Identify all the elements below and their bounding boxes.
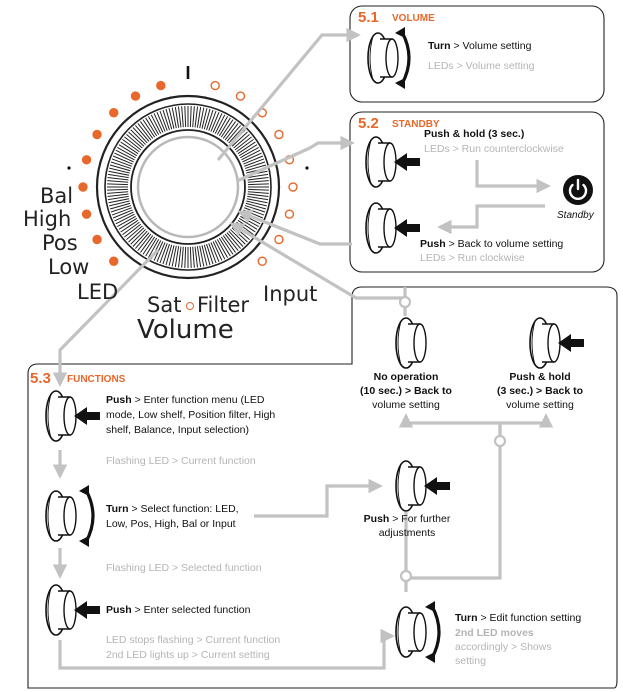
led-dot-lit — [92, 129, 102, 140]
function-step2-line2: Low, Pos, High, Bal or Input — [106, 518, 236, 530]
noop-line3: volume setting — [372, 399, 440, 411]
label-input: Input — [263, 282, 318, 306]
noop-line1: No operation — [373, 371, 439, 383]
pushhold-line3: volume setting — [506, 399, 574, 411]
section-title-standby: STANDBY — [392, 119, 440, 130]
standby-label: Standby — [557, 210, 594, 221]
led-dot-lit — [81, 155, 92, 165]
function-step1-grey: Flashing LED > Current function — [106, 455, 256, 467]
section-title-functions: FUNCTIONS — [67, 374, 126, 385]
knob-graphic — [67, 66, 309, 280]
edit-line1: Turn > Edit function setting — [455, 612, 582, 624]
function-step1-line1: Push > Enter function menu (LED — [106, 394, 265, 406]
standby-leds-cw-text: LEDs > Run clockwise — [420, 252, 525, 264]
led-dot-lit — [130, 91, 141, 101]
led-dot-unlit — [210, 80, 220, 91]
led-dot-unlit — [274, 129, 284, 140]
function-step1-line2: mode, Low shelf, Position filter, High — [106, 409, 276, 421]
label-sat: Sat — [147, 293, 182, 317]
functions-section-box — [27, 286, 618, 689]
led-dot-lit — [81, 209, 92, 219]
standby-leds-ccw-text: LEDs > Run counterclockwise — [424, 143, 564, 155]
led-dot-unlit — [288, 182, 298, 192]
pushhold-line1: Push & hold — [509, 371, 571, 383]
function-step3-grey1: LED stops flashing > Current function — [106, 634, 281, 646]
led-dot-lit — [109, 256, 119, 266]
function-step1-line3: shelf, Balance, Input selection) — [106, 424, 250, 436]
label-filter: Filter — [197, 293, 250, 317]
volume-leds-text: LEDs > Volume setting — [428, 60, 535, 72]
knob-icon-no-operation — [395, 317, 427, 369]
standby-push-hold-text: Push & hold (3 sec.) — [424, 128, 525, 140]
section-number-volume: 5.1 — [358, 9, 379, 26]
further-line1: Push > For further — [363, 513, 451, 525]
label-led: LED — [77, 280, 119, 304]
function-step3-grey2: 2nd LED lights up > Current setting — [106, 649, 270, 661]
label-bal: Bal — [40, 184, 74, 208]
label-low: Low — [48, 255, 90, 279]
led-dot-unlit — [274, 234, 284, 245]
label-pos: Pos — [42, 231, 78, 255]
function-step3-text: Push > Enter selected function — [106, 604, 251, 616]
label-high: High — [23, 207, 72, 231]
led-dot-unlit — [235, 91, 246, 101]
section-number-functions: 5.3 — [30, 370, 51, 387]
edit-grey2: accordingly > Shows — [455, 641, 552, 653]
led-dot-lit — [78, 182, 88, 192]
noop-line2: (10 sec.) > Back to — [360, 385, 452, 397]
function-step2-line1: Turn > Select function: LED, — [106, 503, 239, 515]
led-dot-lit — [92, 234, 102, 245]
section-title-volume: VOLUME — [392, 13, 435, 24]
led-dot-lit — [156, 80, 166, 91]
edit-grey1: 2nd LED moves — [455, 627, 534, 639]
sat-filter-separator-dot — [186, 302, 194, 310]
further-line2: adjustments — [378, 527, 436, 539]
volume-turn-text: Turn > Volume setting — [428, 40, 532, 52]
power-icon — [563, 175, 593, 205]
led-dot-unlit — [284, 209, 295, 219]
led-dot-unlit — [257, 256, 267, 266]
function-step2-grey: Flashing LED > Selected function — [106, 562, 262, 574]
pushhold-line2: (3 sec.) > Back to — [496, 385, 584, 397]
edit-grey3: setting — [455, 655, 486, 667]
volume-section-box — [349, 5, 605, 103]
section-number-standby: 5.2 — [358, 115, 379, 132]
label-volume: Volume — [137, 315, 234, 345]
standby-push-text: Push > Back to volume setting — [420, 238, 564, 250]
led-dot-lit — [109, 108, 119, 118]
